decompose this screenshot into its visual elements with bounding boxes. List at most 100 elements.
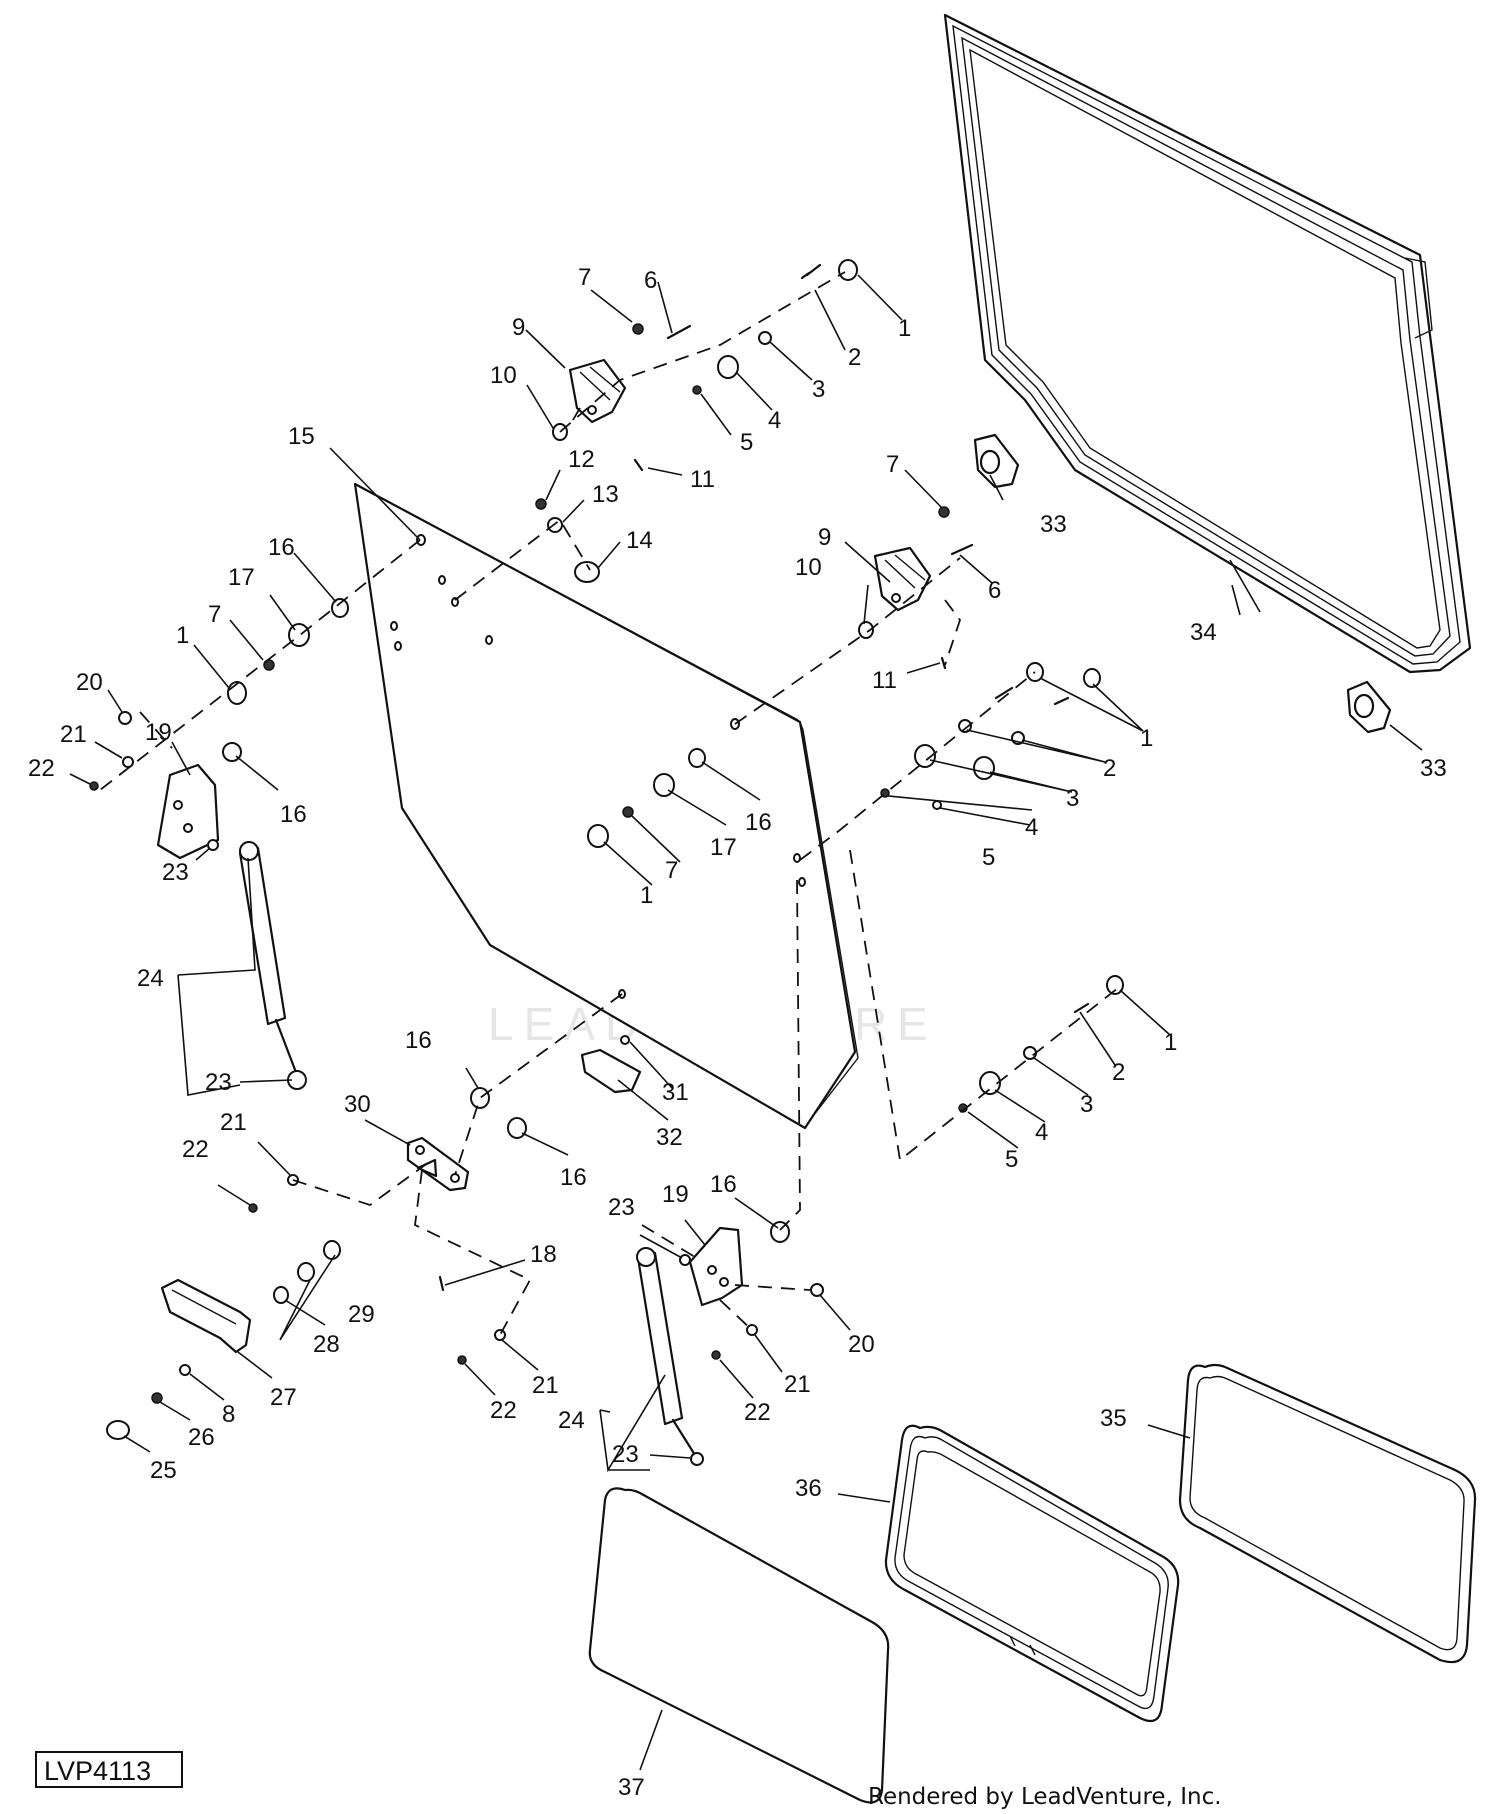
callout-4-right: 4 bbox=[1025, 814, 1038, 841]
callout-33-lower: 33 bbox=[1420, 755, 1447, 782]
callout-23-upper: 23 bbox=[162, 859, 189, 886]
render-credit: Rendered by LeadVenture, Inc. bbox=[868, 1784, 1222, 1810]
callout-22-bottom: 22 bbox=[490, 1397, 517, 1424]
callout-22-left: 22 bbox=[28, 755, 55, 782]
callout-29: 29 bbox=[348, 1301, 375, 1328]
strut-bracket-right bbox=[688, 1226, 744, 1307]
window-frame-36 bbox=[884, 1424, 1180, 1723]
assembly-lines bbox=[99, 271, 1119, 1336]
callout-21-left: 21 bbox=[60, 721, 87, 748]
callout-13: 13 bbox=[592, 481, 619, 508]
callout-10-right: 10 bbox=[795, 554, 822, 581]
callout-35: 35 bbox=[1100, 1405, 1127, 1432]
strut-bracket-left bbox=[156, 763, 220, 860]
callout-21-bottom: 21 bbox=[532, 1372, 559, 1399]
callout-27: 27 bbox=[270, 1384, 297, 1411]
callouts: 1 2 3 4 5 6 7 9 10 11 12 13 14 15 16 17 … bbox=[28, 264, 1447, 1801]
door-seal-frame bbox=[943, 13, 1472, 674]
callout-9: 9 bbox=[512, 314, 525, 341]
callout-10: 10 bbox=[490, 362, 517, 389]
callout-20-right: 20 bbox=[848, 1331, 875, 1358]
callout-6: 6 bbox=[644, 267, 657, 294]
callout-11-right: 11 bbox=[872, 667, 897, 694]
window-glass-37 bbox=[588, 1487, 890, 1804]
callout-12: 12 bbox=[568, 446, 595, 473]
callout-15: 15 bbox=[288, 423, 315, 450]
callout-18: 18 bbox=[530, 1241, 557, 1268]
callout-16-left: 16 bbox=[280, 801, 307, 828]
callout-36: 36 bbox=[795, 1475, 822, 1502]
callout-16-upper-left: 16 bbox=[268, 534, 295, 561]
hardware bbox=[89, 259, 1124, 1440]
callout-2: 2 bbox=[848, 344, 861, 371]
callout-5-lower: 5 bbox=[1005, 1146, 1018, 1173]
callout-1-middle: 1 bbox=[640, 882, 653, 909]
callout-23-bracket: 23 bbox=[608, 1194, 635, 1221]
callout-8: 8 bbox=[222, 1401, 235, 1428]
leader-lines bbox=[69, 274, 1423, 1771]
callout-24-upper: 24 bbox=[137, 965, 164, 992]
callout-20-left: 20 bbox=[76, 669, 103, 696]
callout-3-right: 3 bbox=[1066, 785, 1079, 812]
window-seal-35 bbox=[1178, 1363, 1477, 1664]
callout-6-right: 6 bbox=[988, 577, 1001, 604]
drawing-id-box: LVP4113 bbox=[35, 1751, 183, 1788]
hinge-upper-left bbox=[568, 358, 627, 424]
callout-1: 1 bbox=[898, 315, 911, 342]
door-handle-outer bbox=[160, 1278, 252, 1354]
callout-3-lower: 3 bbox=[1080, 1091, 1093, 1118]
callout-5-right: 5 bbox=[982, 844, 995, 871]
callout-33-upper: 33 bbox=[1040, 511, 1067, 538]
callout-30: 30 bbox=[344, 1091, 371, 1118]
door-glass-panel bbox=[353, 482, 859, 1130]
callout-1-left: 1 bbox=[176, 622, 189, 649]
latch-handle-inner bbox=[580, 1048, 642, 1094]
callout-16-middle: 16 bbox=[745, 809, 772, 836]
callout-22-right: 22 bbox=[744, 1399, 771, 1426]
callout-2-right: 2 bbox=[1103, 755, 1116, 782]
callout-16-lower: 16 bbox=[405, 1027, 432, 1054]
callout-21-lower: 21 bbox=[220, 1109, 247, 1136]
callout-19-right: 19 bbox=[662, 1181, 689, 1208]
callout-22-lower: 22 bbox=[182, 1136, 209, 1163]
callout-7-right: 7 bbox=[886, 451, 899, 478]
callout-7: 7 bbox=[578, 264, 591, 291]
clip-lower bbox=[1346, 680, 1392, 734]
callout-16-lower-2: 16 bbox=[560, 1164, 587, 1191]
callout-37: 37 bbox=[618, 1774, 645, 1801]
callout-2-lower: 2 bbox=[1112, 1059, 1125, 1086]
callout-4-lower: 4 bbox=[1035, 1119, 1048, 1146]
callout-5: 5 bbox=[740, 429, 753, 456]
callout-21-right: 21 bbox=[784, 1371, 811, 1398]
callout-31: 31 bbox=[662, 1079, 689, 1106]
callout-9-right: 9 bbox=[818, 524, 831, 551]
callout-3: 3 bbox=[812, 376, 825, 403]
latch-plate bbox=[406, 1136, 470, 1192]
callout-23-lower-left: 23 bbox=[205, 1069, 232, 1096]
callout-1-lower: 1 bbox=[1164, 1029, 1177, 1056]
callout-1-right: 1 bbox=[1140, 725, 1153, 752]
callout-28: 28 bbox=[313, 1331, 340, 1358]
callout-7-middle: 7 bbox=[665, 857, 678, 884]
callout-25: 25 bbox=[150, 1457, 177, 1484]
callout-4: 4 bbox=[768, 407, 781, 434]
callout-24-lower: 24 bbox=[558, 1407, 585, 1434]
callout-17-middle: 17 bbox=[710, 834, 737, 861]
drawing-id: LVP4113 bbox=[44, 1756, 151, 1786]
callout-23-lower: 23 bbox=[612, 1441, 639, 1468]
callout-32: 32 bbox=[656, 1124, 683, 1151]
hinge-upper-right bbox=[873, 546, 932, 612]
callout-26: 26 bbox=[188, 1424, 215, 1451]
gas-strut-lower bbox=[636, 1247, 704, 1466]
callout-7-left: 7 bbox=[208, 601, 221, 628]
door-glass-holes bbox=[390, 534, 806, 999]
callout-14: 14 bbox=[626, 527, 653, 554]
callout-34: 34 bbox=[1190, 619, 1217, 646]
callout-16-bracket: 16 bbox=[710, 1171, 737, 1198]
callout-17-left: 17 bbox=[228, 564, 255, 591]
callout-19-left: 19 bbox=[145, 719, 172, 746]
clip-upper bbox=[973, 433, 1020, 489]
gas-strut-upper bbox=[238, 841, 307, 1090]
callout-11: 11 bbox=[690, 466, 715, 493]
